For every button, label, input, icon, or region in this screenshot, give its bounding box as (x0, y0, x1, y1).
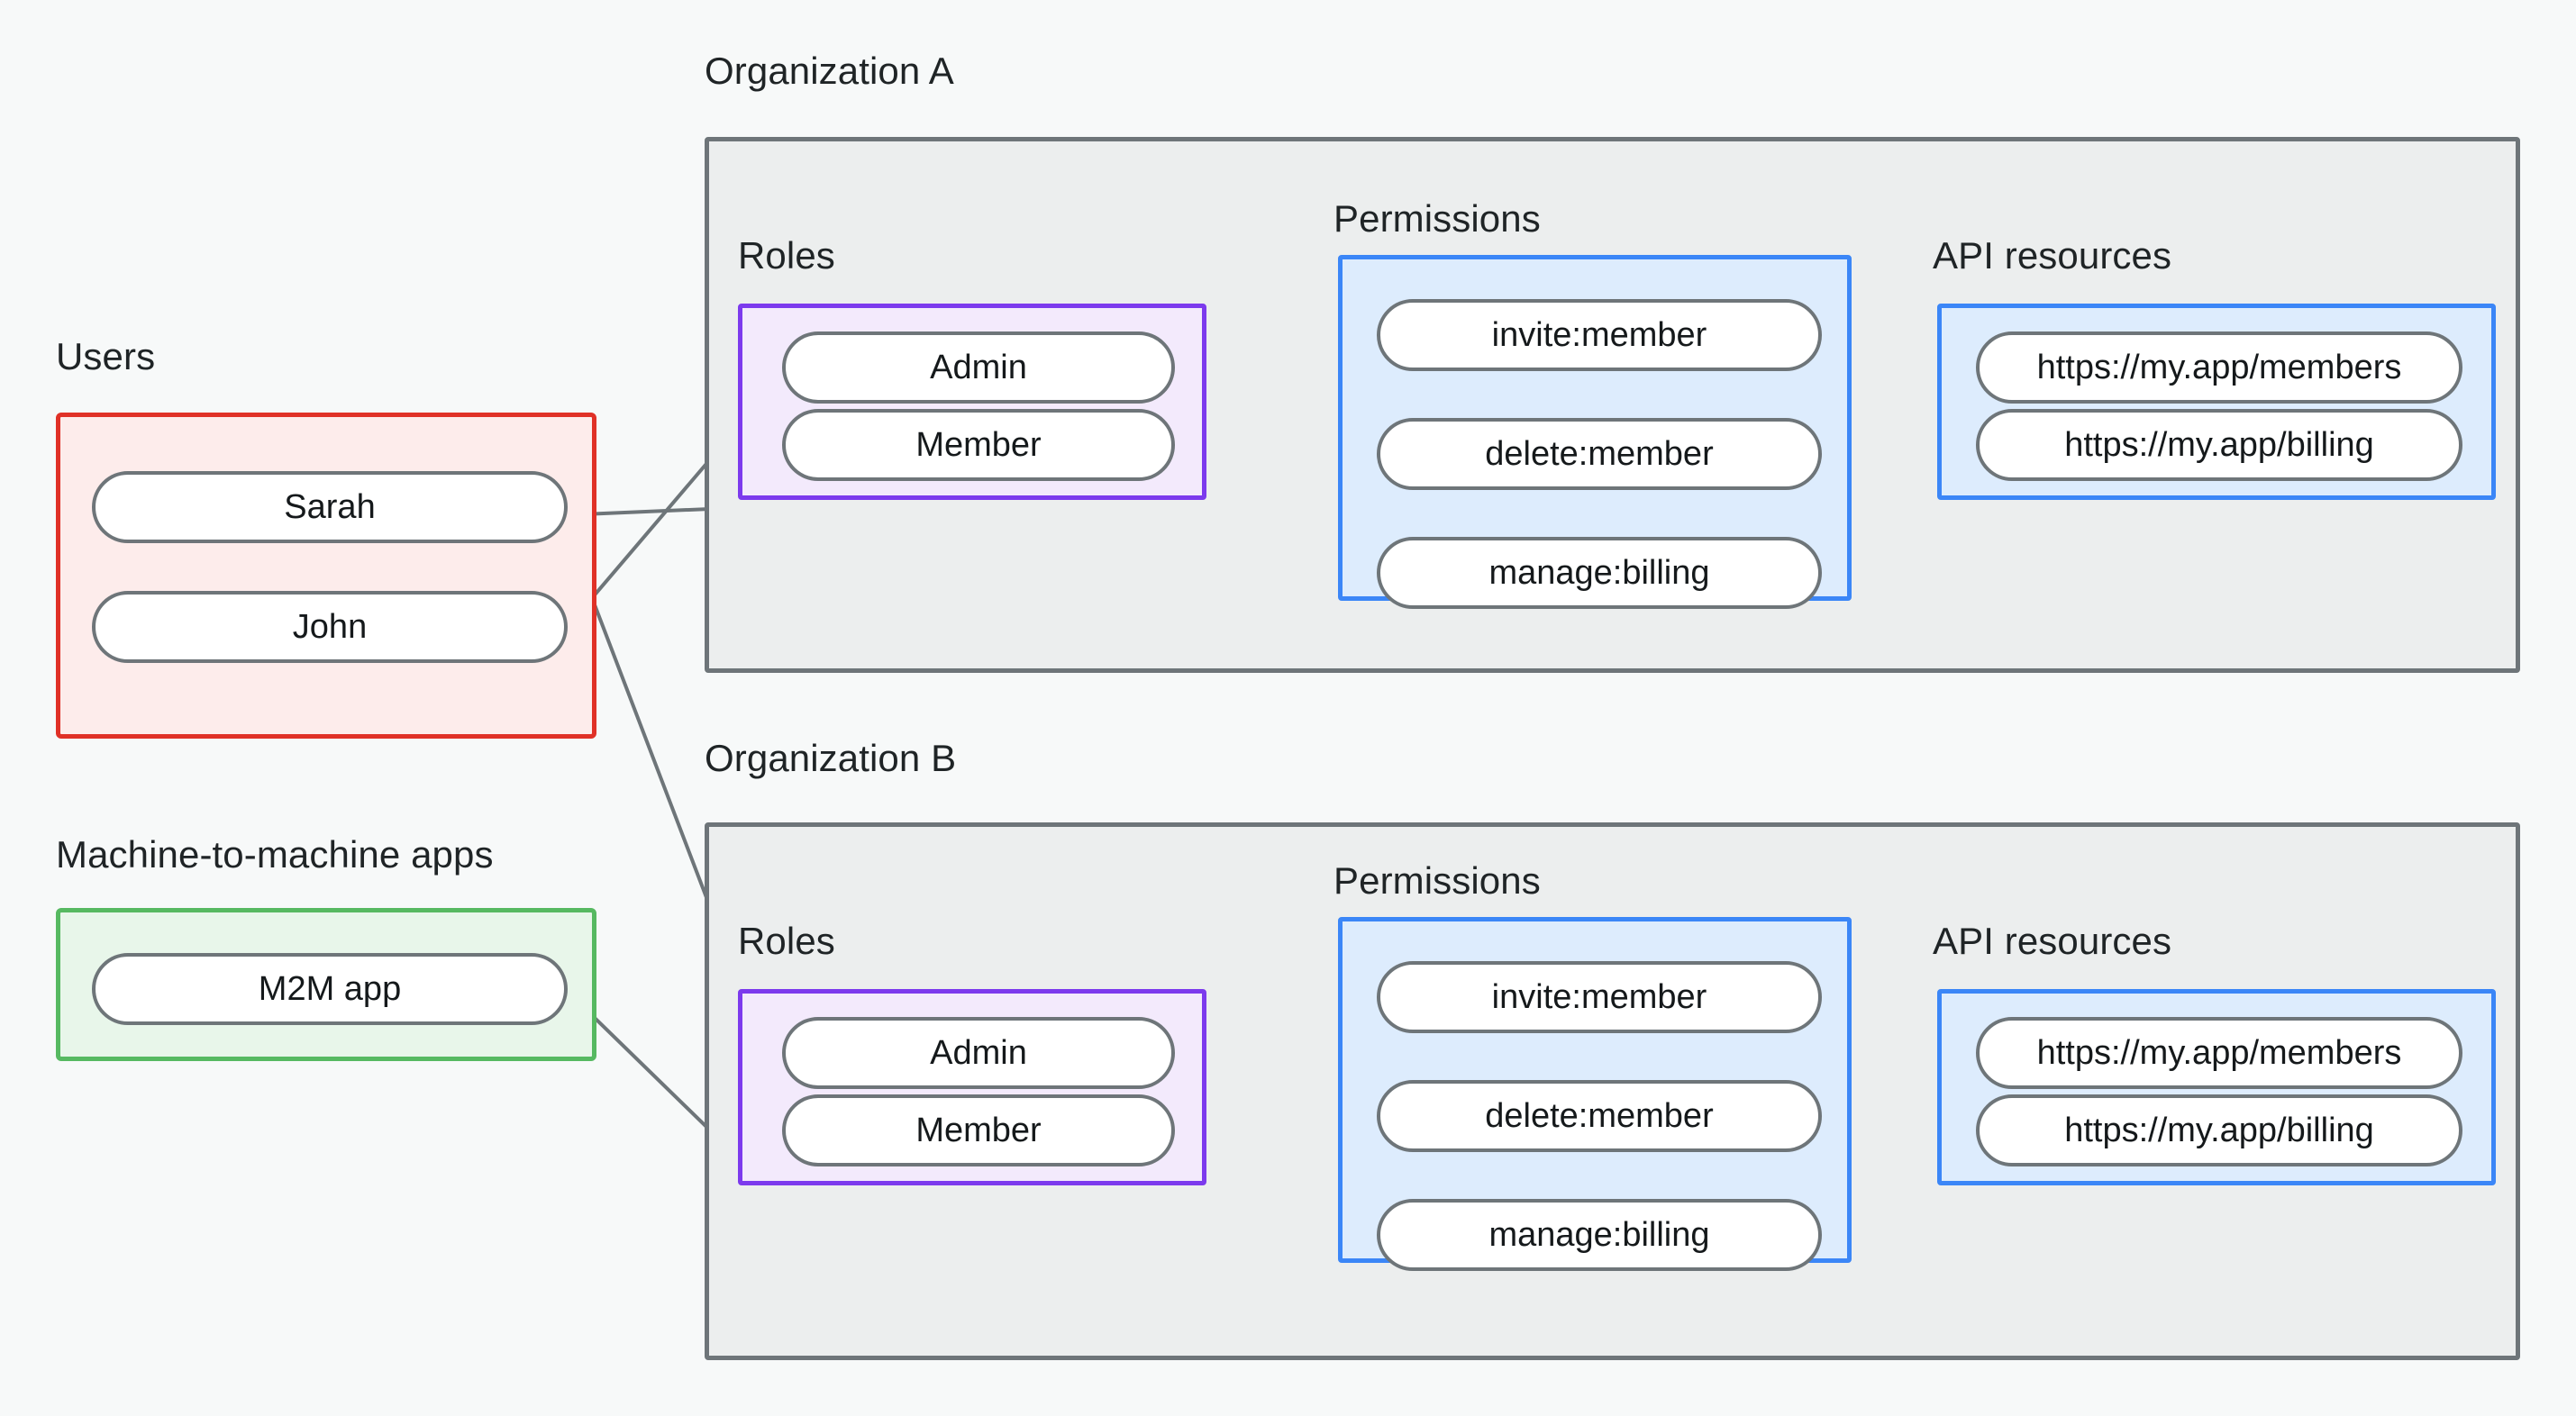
api-resources-a-group: https://my.app/members https://my.app/bi… (1937, 304, 2496, 500)
caption-org-a: Organization A (705, 50, 954, 92)
permission-node-a-manage-billing[interactable]: manage:billing (1377, 537, 1822, 609)
permission-node-b-manage-billing[interactable]: manage:billing (1377, 1199, 1822, 1271)
role-node-b-member[interactable]: Member (782, 1094, 1175, 1166)
organization-a-group: Roles Permissions API resources Admin Me… (705, 137, 2520, 673)
permissions-a-group: invite:member delete:member manage:billi… (1338, 255, 1852, 609)
roles-a-group: Admin Member (738, 304, 1206, 500)
caption-api-b: API resources (1933, 920, 2172, 962)
user-node-sarah[interactable]: Sarah (92, 471, 568, 543)
api-node-b-billing[interactable]: https://my.app/billing (1976, 1094, 2462, 1166)
api-node-a-billing[interactable]: https://my.app/billing (1976, 409, 2462, 481)
permissions-b-group: invite:member delete:member manage:billi… (1338, 917, 1852, 1271)
permission-node-b-invite-member[interactable]: invite:member (1377, 961, 1822, 1033)
users-group: Sarah John (56, 413, 596, 739)
role-node-a-admin[interactable]: Admin (782, 331, 1175, 404)
m2m-node-app[interactable]: M2M app (92, 953, 568, 1025)
caption-roles-a: Roles (738, 234, 835, 277)
permission-node-a-delete-member[interactable]: delete:member (1377, 418, 1822, 490)
roles-b-group: Admin Member (738, 989, 1206, 1185)
role-node-b-admin[interactable]: Admin (782, 1017, 1175, 1089)
user-node-john[interactable]: John (92, 591, 568, 663)
api-node-a-members[interactable]: https://my.app/members (1976, 331, 2462, 404)
api-resources-b-group: https://my.app/members https://my.app/bi… (1937, 989, 2496, 1185)
role-node-a-member[interactable]: Member (782, 409, 1175, 481)
caption-permissions-a: Permissions (1334, 197, 1541, 240)
caption-api-a: API resources (1933, 234, 2172, 277)
api-node-b-members[interactable]: https://my.app/members (1976, 1017, 2462, 1089)
caption-org-b: Organization B (705, 737, 957, 779)
caption-m2m: Machine-to-machine apps (56, 833, 494, 876)
caption-permissions-b: Permissions (1334, 859, 1541, 902)
caption-roles-b: Roles (738, 920, 835, 962)
organization-b-group: Roles Permissions API resources Admin Me… (705, 822, 2520, 1360)
permission-node-b-delete-member[interactable]: delete:member (1377, 1080, 1822, 1152)
caption-users: Users (56, 335, 156, 377)
permission-node-a-invite-member[interactable]: invite:member (1377, 299, 1822, 371)
m2m-group: M2M app (56, 908, 596, 1061)
